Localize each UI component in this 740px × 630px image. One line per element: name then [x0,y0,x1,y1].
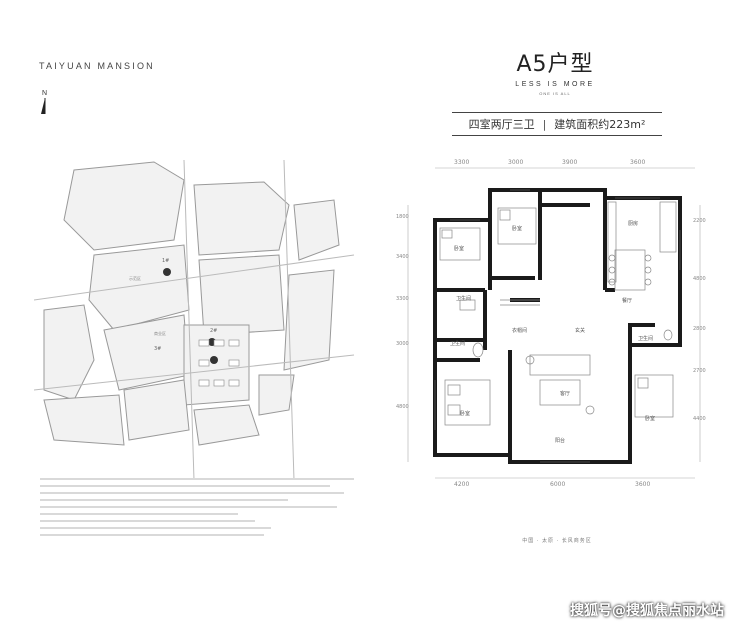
slogan: LESS IS MORE [515,81,595,88]
dim-right-3: 2800 [693,326,706,332]
dim-top-2: 3000 [508,159,523,166]
site-label-1: 1# [162,258,169,264]
floor-plan: 3300 3000 3900 3600 4200 6000 3600 1800 … [390,150,715,490]
spec-bar: 四室两厅三卫 | 建筑面积约223m² [452,112,662,136]
dim-left-2: 3400 [396,254,409,260]
dim-left-3: 3300 [396,296,409,302]
room-bath-3: 卫生间 [638,335,653,342]
dim-bottom-1: 4200 [454,481,469,488]
dim-right-5: 4400 [693,416,706,422]
watermark: 搜狐号@搜狐焦点丽水站 [570,603,724,619]
dim-right-1: 2200 [693,218,706,224]
room-closet: 衣帽间 [512,327,527,334]
location-text: 中国 · 太原 · 长风商务区 [522,538,592,544]
layout-spec: 四室两厅三卫 [468,118,535,131]
dim-bottom-2: 6000 [550,481,565,488]
room-bath-1: 卫生间 [456,295,471,302]
north-label: N [42,90,48,97]
dim-right-2: 4800 [693,276,706,282]
sub-slogan: ONE IS ALL [539,91,571,96]
site-plan: 1# 2# 3# 示范区 商业区 [33,159,374,481]
dim-left-4: 3000 [396,341,409,347]
notes-block [40,478,370,541]
dim-left-5: 4800 [396,404,409,410]
spec-separator: | [542,117,547,131]
north-arrow-icon: N [36,90,56,116]
room-bath-2: 卫生间 [450,340,465,347]
room-dining: 餐厅 [622,297,632,304]
site-area-1: 示范区 [129,275,141,281]
room-bedroom-2: 卧室 [512,225,522,232]
room-living: 客厅 [560,390,570,397]
room-entry: 玄关 [575,327,585,334]
room-master-bedroom: 卧室 [460,410,470,417]
dim-top-4: 3600 [630,159,645,166]
unit-title: A5户型 [516,52,594,77]
site-label-3: 3# [154,346,161,352]
site-label-2: 2# [210,328,217,334]
room-kitchen: 厨房 [628,220,638,227]
dim-left-1: 1800 [396,214,409,220]
site-area-2: 商业区 [154,330,166,336]
room-balcony: 阳台 [555,437,565,444]
dim-bottom-3: 3600 [635,481,650,488]
room-bedroom-4: 卧室 [645,415,655,422]
room-bedroom-1: 卧室 [454,245,464,252]
dim-top-1: 3300 [454,159,469,166]
dim-top-3: 3900 [562,159,577,166]
dim-right-4: 2700 [693,368,706,374]
brand-title: TAIYUAN MANSION [39,61,155,71]
area-spec: 建筑面积约223m² [554,118,646,131]
